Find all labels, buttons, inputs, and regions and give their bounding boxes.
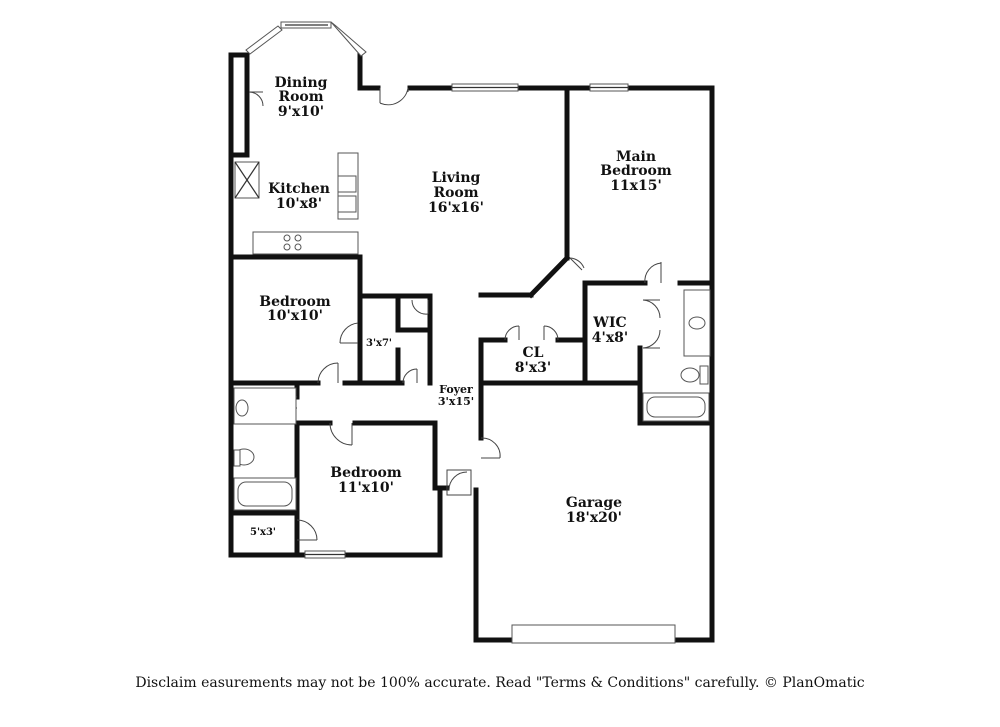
foyer-size: 3'x15' [438,395,474,408]
bedroom-2-size: 11'x10' [338,480,394,496]
garage-size: 18'x20' [566,510,622,526]
exterior-walls [228,52,715,643]
fixtures [233,152,711,511]
wic-name: WIC [592,315,626,331]
closet-small-size: 3'x7' [366,338,392,349]
garage-name: Garage [566,495,622,511]
disclaimer-text: Disclaim easurements may not be 100% acc… [135,675,865,691]
dining-name-2: Room [278,89,323,105]
main-bedroom-name-1: Main [616,149,656,165]
kitchen-size: 10'x8' [276,196,322,212]
main-bedroom-name-2: Bedroom [600,163,672,179]
bedroom-1-size: 10'x10' [267,308,323,324]
bedroom-2-name: Bedroom [330,465,402,481]
kitchen-name: Kitchen [268,181,330,197]
wic-size: 4'x8' [592,330,628,346]
cl-name: CL [523,345,544,361]
dining-name-1: Dining [275,75,328,91]
bay-window [245,21,367,57]
windows [304,83,676,644]
living-name-1: Living [432,170,481,186]
living-size: 16'x16' [428,200,484,216]
living-name-2: Room [433,185,478,201]
closet-bath-size: 5'x3' [250,527,276,538]
cl-size: 8'x3' [515,360,551,376]
interior-walls [228,89,715,558]
foyer-name: Foyer [439,383,473,396]
dining-size: 9'x10' [278,104,324,120]
room-labels: Dining Room 9'x10' Kitchen 10'x8' Living… [250,75,672,538]
bedroom-1-name: Bedroom [259,294,331,310]
main-bedroom-size: 11x15' [610,178,662,194]
